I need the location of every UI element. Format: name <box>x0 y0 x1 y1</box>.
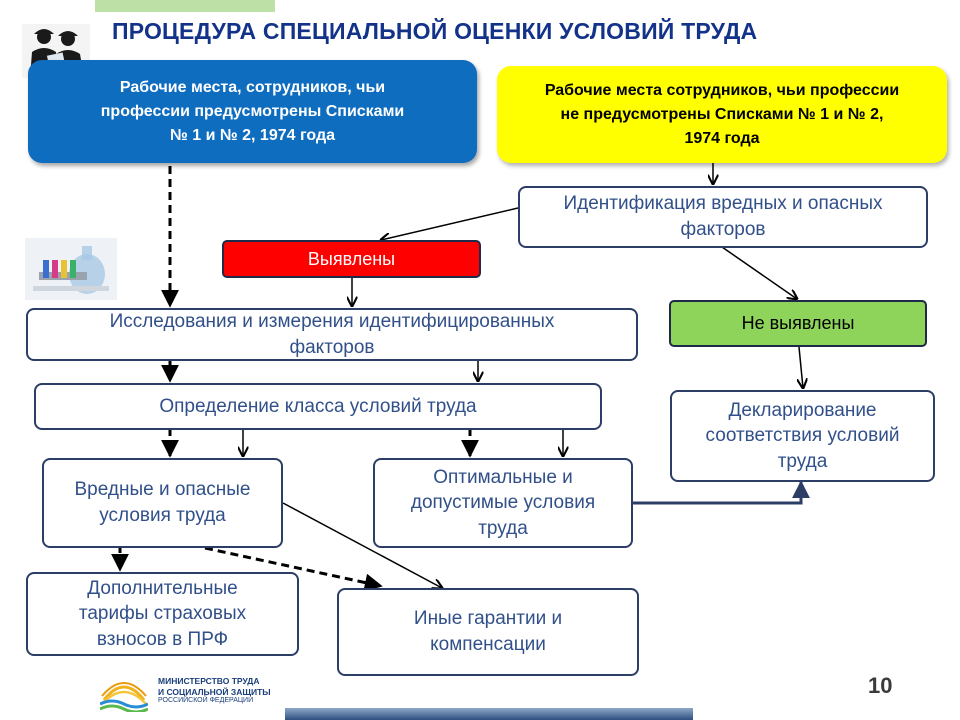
listed-line-2: профессии предусмотрены Списками <box>100 102 405 120</box>
declaration-line-3: труда <box>777 450 828 472</box>
page-title: ПРОЦЕДУРА СПЕЦИАЛЬНОЙ ОЦЕНКИ УСЛОВИЙ ТРУ… <box>112 18 758 44</box>
tariffs-line-3: взносов в ПРФ <box>96 628 229 650</box>
guarantees-line-1: Иные гарантии и <box>413 608 563 630</box>
research-line-1: Исследования и измерения идентифицирован… <box>109 310 555 332</box>
harmful-line-1: Вредные и опасные <box>74 479 251 501</box>
declaration-line-2: соответствия условий <box>705 425 900 447</box>
box-other-guarantees: Иные гарантии и компенсации <box>337 588 639 676</box>
box-not-detected: Не выявлены <box>669 300 927 347</box>
box-identification: Идентификация вредных и опасных факторов <box>518 186 928 248</box>
arrow-identification-to-detected <box>381 207 519 240</box>
arrow-harmful-to-guarantees <box>282 502 442 588</box>
arrow-not-detected-to-declaration <box>799 346 803 388</box>
detected-label: Выявлены <box>307 248 396 269</box>
not-detected-label: Не выявлены <box>741 313 855 333</box>
guarantees-line-2: компенсации <box>430 634 546 655</box>
arrow-identification-to-not-detected <box>721 246 797 299</box>
listed-line-1: Рабочие места, сотрудников, чьи <box>119 78 386 96</box>
harmful-line-2: условия труда <box>99 505 226 526</box>
identification-line-2: факторов <box>680 219 766 240</box>
declaration-line-1: Декларирование <box>728 399 877 421</box>
ministry-line-3: РОССИЙСКОЙ ФЕДЕРАЦИИ <box>158 697 254 705</box>
box-additional-tariffs: Дополнительные тарифы страховых взносов … <box>26 572 299 656</box>
ministry-logo-icon <box>100 682 148 712</box>
ministry-line-2: И СОЦИАЛЬНОЙ ЗАЩИТЫ <box>158 686 271 697</box>
class-definition-label: Определение класса условий труда <box>159 395 477 417</box>
arrow-optimal-to-declaration <box>633 480 810 505</box>
optimal-line-1: Оптимальные и <box>433 466 573 488</box>
unlisted-line-2: не предусмотрены Списками № 1 и № 2, <box>560 105 884 123</box>
lab-equipment-icon <box>25 238 117 300</box>
box-detected: Выявлены <box>222 240 481 278</box>
box-listed-professions: Рабочие места, сотрудников, чьи професси… <box>28 60 477 163</box>
tariffs-line-1: Дополнительные <box>87 577 238 599</box>
bottom-accent-bar <box>285 708 693 720</box>
research-line-2: факторов <box>289 336 375 358</box>
box-harmful-conditions: Вредные и опасные условия труда <box>42 458 283 548</box>
identification-line-1: Идентификация вредных и опасных <box>563 193 883 215</box>
box-unlisted-professions: Рабочие места сотрудников, чьи профессии… <box>497 66 947 163</box>
ministry-line-1: МИНИСТЕРСТВО ТРУДА <box>158 676 260 686</box>
arrow-harmful-to-guarantees-dashed <box>204 546 383 592</box>
unlisted-line-3: 1974 года <box>684 129 760 147</box>
optimal-line-2: допустимые условия <box>410 492 596 514</box>
top-accent-bar <box>95 0 275 12</box>
optimal-line-3: труда <box>478 517 528 539</box>
unlisted-line-1: Рабочие места сотрудников, чьи профессии <box>544 81 900 99</box>
ministry-name: МИНИСТЕРСТВО ТРУДА И СОЦИАЛЬНОЙ ЗАЩИТЫ Р… <box>158 676 271 706</box>
tariffs-line-2: тарифы страховых <box>78 603 247 625</box>
listed-line-3: № 1 и № 2, 1974 года <box>169 126 336 144</box>
box-class-definition: Определение класса условий труда <box>34 383 602 430</box>
box-research-measurements: Исследования и измерения идентифицирован… <box>26 308 638 361</box>
box-optimal-conditions: Оптимальные и допустимые условия труда <box>373 458 633 548</box>
page-number: 10 <box>868 673 893 698</box>
box-declaration: Декларирование соответствия условий труд… <box>670 390 935 482</box>
